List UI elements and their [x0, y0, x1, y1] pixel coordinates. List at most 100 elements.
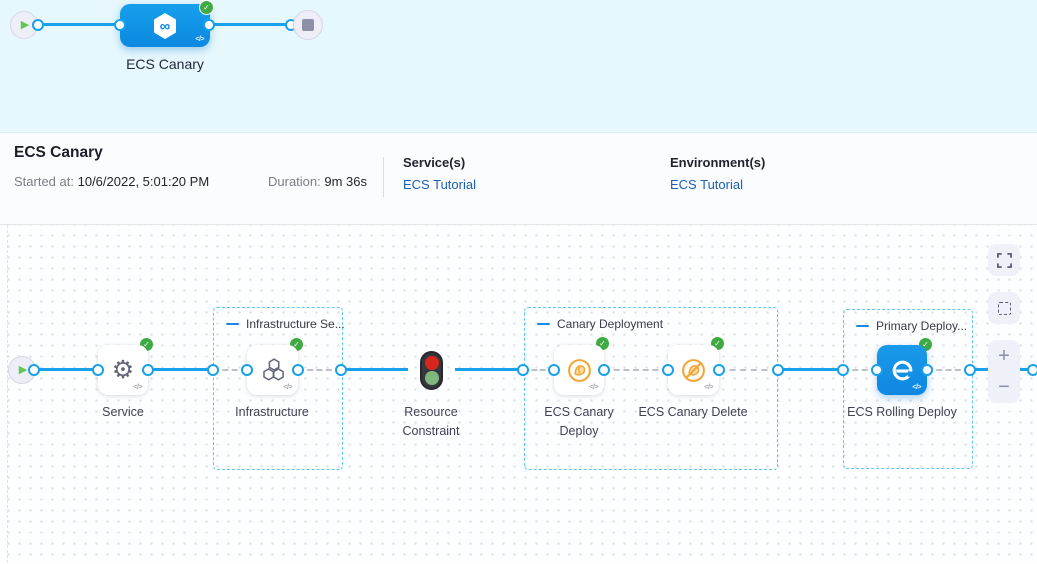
group-label: Infrastructure Se... [246, 317, 345, 331]
connector-line-dashed [213, 369, 247, 371]
connector-line-dashed [719, 369, 778, 371]
fullscreen-icon [996, 252, 1012, 268]
duration: Duration: 9m 36s [268, 174, 368, 189]
connector-point [142, 364, 154, 376]
step-ecs-rolling-deploy[interactable]: </> [877, 345, 927, 395]
zoom-in-button[interactable]: + [998, 344, 1010, 367]
group-label: Canary Deployment [557, 317, 664, 331]
group-collapse-toggle[interactable]: Primary Deploy... [856, 319, 967, 333]
group-primary-deployment: Primary Deploy... [843, 309, 973, 469]
connector-line [148, 368, 213, 371]
pipeline-end-node[interactable] [293, 10, 323, 40]
connector-point [772, 364, 784, 376]
selection-mode-button[interactable] [988, 292, 1020, 324]
code-icon: </> [283, 384, 292, 391]
code-icon: </> [195, 36, 204, 43]
divider [383, 157, 384, 197]
connector-line [455, 368, 523, 371]
connector-line [38, 23, 120, 26]
execution-summary-bar: ECS Canary Started at: 10/6/2022, 5:01:2… [0, 133, 1037, 225]
group-infrastructure-section: Infrastructure Se... [213, 307, 345, 470]
harness-cd-hexagon-icon: ∞ [154, 12, 176, 39]
connector-point [335, 364, 347, 376]
services-column: Service(s) ECS Tutorial [403, 155, 476, 192]
group-collapse-toggle[interactable]: Infrastructure Se... [226, 317, 345, 331]
connector-point [964, 364, 976, 376]
code-icon: </> [589, 384, 598, 391]
step-ecs-canary-delete[interactable]: </> [668, 345, 719, 395]
step-label: ECS Canary Deploy [544, 405, 614, 439]
execution-title: ECS Canary [14, 144, 103, 161]
connector-point [207, 364, 219, 376]
collapse-minus-icon [856, 324, 869, 328]
zoom-controls: + − [988, 340, 1020, 403]
step-label: ECS Canary Delete [638, 405, 748, 419]
connector-point [662, 364, 674, 376]
connector-point [292, 364, 304, 376]
group-collapse-toggle[interactable]: Canary Deployment [537, 317, 663, 331]
success-check-icon: ✓ [199, 0, 214, 15]
connector-line [209, 23, 291, 26]
connector-point [1027, 364, 1037, 376]
connector-point [921, 364, 933, 376]
ecs-service-icon [892, 360, 913, 380]
execution-graph-canvas[interactable]: Infrastructure Se... Canary Deployment P… [0, 225, 1037, 563]
connector-line-dashed [604, 369, 668, 371]
step-infrastructure[interactable]: </> [247, 345, 298, 395]
connector-point [713, 364, 725, 376]
environments-label: Environment(s) [670, 155, 766, 170]
step-ecs-canary-deploy[interactable]: </> [554, 345, 604, 395]
group-canary-deployment: Canary Deployment [524, 307, 778, 470]
connector-point [203, 19, 215, 31]
environments-column: Environment(s) ECS Tutorial [670, 155, 765, 192]
connector-point [871, 364, 883, 376]
connector-line [34, 368, 98, 371]
step-label: Infrastructure [235, 405, 309, 419]
connector-point [241, 364, 253, 376]
step-label: Resource Constraint [402, 405, 460, 439]
services-link[interactable]: ECS Tutorial [403, 177, 476, 192]
group-label: Primary Deploy... [876, 319, 968, 333]
step-label: Service [102, 405, 144, 419]
gear-icon: ⚙ [111, 355, 135, 384]
connector-line [341, 368, 408, 371]
canvas-edge-guide [7, 225, 8, 563]
connector-line-dashed [298, 369, 341, 371]
connector-point [92, 364, 104, 376]
code-icon: </> [704, 384, 713, 391]
play-icon: ▶ [18, 363, 28, 376]
svg-text:∞: ∞ [160, 18, 171, 35]
canary-bird-icon [567, 358, 591, 382]
environments-link[interactable]: ECS Tutorial [670, 177, 743, 192]
marquee-selection-icon [997, 301, 1011, 315]
red-lamp-icon [424, 356, 439, 370]
hexagons-infrastructure-icon [262, 358, 284, 381]
stop-icon [302, 19, 314, 31]
connector-line [778, 368, 843, 371]
stage-label: ECS Canary [126, 56, 204, 72]
canary-delete-icon [682, 358, 705, 382]
code-icon: </> [133, 384, 142, 391]
green-lamp-icon [424, 371, 439, 385]
zoom-out-button[interactable]: − [998, 376, 1010, 399]
stage-graph-strip: ▶ ∞ </> ✓ ECS Canary [0, 0, 1037, 133]
connector-line-dashed [523, 369, 554, 371]
collapse-minus-icon [226, 322, 239, 326]
connector-point [114, 19, 126, 31]
connector-point [28, 364, 40, 376]
started-at: Started at: 10/6/2022, 5:01:20 PM [14, 174, 210, 189]
connector-line-dashed [843, 369, 877, 371]
stage-node-ecs-canary[interactable]: ∞ </> [120, 4, 210, 47]
resource-constraint-traffic-light-icon[interactable] [420, 351, 443, 390]
code-icon: </> [912, 384, 921, 391]
connector-point [598, 364, 610, 376]
connector-point [837, 364, 849, 376]
step-service[interactable]: ⚙ </> [98, 345, 148, 395]
services-label: Service(s) [403, 155, 466, 170]
fullscreen-button[interactable] [988, 244, 1020, 276]
connector-point [517, 364, 529, 376]
connector-point [548, 364, 560, 376]
connector-line-dashed [927, 369, 970, 371]
play-icon: ▶ [20, 18, 30, 31]
connector-point [32, 19, 44, 31]
